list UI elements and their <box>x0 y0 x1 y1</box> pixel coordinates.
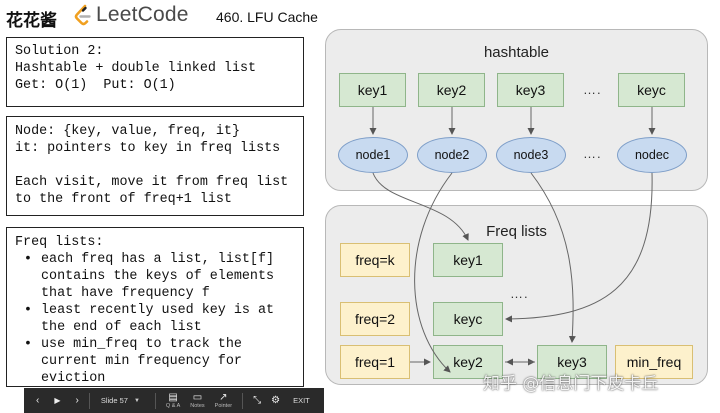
toolbar-divider <box>154 392 156 409</box>
node-box: Node: {key, value, freq, it} it: pointer… <box>6 116 304 216</box>
pointer-label: Pointer <box>214 402 233 409</box>
bullet-line: contains the keys of elements <box>41 269 275 284</box>
freq-label-k: freq=k <box>340 243 410 277</box>
arrow-node3-key3 <box>530 172 576 343</box>
hash-node-node1: node1 <box>338 137 408 173</box>
solution-line: Solution 2: <box>15 44 104 59</box>
bullet-dot-icon: • <box>23 251 33 267</box>
exit-label: EXIT <box>293 396 310 405</box>
solution-box: Solution 2: Hashtable + double linked li… <box>6 37 304 107</box>
bullet-dot-icon: • <box>23 302 33 318</box>
hash-key-key2: key2 <box>418 73 485 107</box>
hash-node-nodec: nodec <box>617 137 687 173</box>
chat-icon: ▤ <box>168 391 178 403</box>
bullet-item: • each freq has a list, list[f] contains… <box>15 251 303 302</box>
hash-node-node3: node3 <box>496 137 566 173</box>
hash-key-key1: key1 <box>339 73 406 107</box>
leetcode-logo: LeetCode <box>74 3 189 27</box>
bullet-line: that have frequency f <box>41 286 210 301</box>
freq-label-2: freq=2 <box>340 302 410 336</box>
presentation-toolbar: ‹ ▶ › Slide 57 ▼ ▤ Q & A ▭ Notes ↗ Point… <box>24 388 324 413</box>
problem-title: 460. LFU Cache <box>216 9 318 25</box>
arrow-node1-key1 <box>372 172 469 241</box>
bullet-line: use min_freq to track the <box>41 337 242 352</box>
gear-icon: ⚙ <box>271 394 281 406</box>
chevron-left-icon: ‹ <box>36 394 40 406</box>
notes-button[interactable]: ▭ Notes <box>190 391 205 409</box>
play-icon: ▶ <box>54 395 61 405</box>
node-line: Each visit, move it from freq list <box>15 175 289 190</box>
min-freq-label: min_freq <box>615 345 693 379</box>
freq-list-ellipsis: …. <box>510 286 529 301</box>
bullet-dot-icon: • <box>23 336 33 352</box>
play-button[interactable]: ▶ <box>54 396 60 406</box>
fullscreen-button[interactable]: ⤡ <box>253 394 262 406</box>
hash-key-key3: key3 <box>497 73 564 107</box>
toolbar-divider <box>242 392 244 409</box>
freq-list-key2: key2 <box>433 345 503 379</box>
freq-list-key3: key3 <box>537 345 607 379</box>
bullet-line: each freq has a list, list[f] <box>41 252 275 267</box>
pointer-button[interactable]: ↗ Pointer <box>214 391 233 409</box>
chevron-right-icon: › <box>75 394 79 406</box>
freq-lists-heading: Freq lists: <box>15 235 104 250</box>
freq-label-1: freq=1 <box>340 345 410 379</box>
channel-brand: 花花酱 <box>6 11 57 30</box>
solution-line: Hashtable + double linked list <box>15 61 257 76</box>
node-line: it: pointers to key in freq lists <box>15 141 281 156</box>
bullet-line: least recently used key is at <box>41 303 275 318</box>
node-line: Node: {key, value, freq, it} <box>15 124 240 139</box>
zhihu-watermark: 知乎 @信息门下皮卡丘 <box>483 374 659 394</box>
next-slide-button[interactable]: › <box>75 394 79 406</box>
bullet-item: • least recently used key is at the end … <box>15 302 303 336</box>
slide-number: Slide 57 <box>100 396 128 405</box>
leetcode-wordmark: LeetCode <box>96 3 189 26</box>
notes-icon: ▭ <box>192 391 203 403</box>
freq-list-keyc: keyc <box>433 302 503 336</box>
node-line: to the front of freq+1 list <box>15 192 232 207</box>
bullet-line: eviction <box>41 371 106 386</box>
hash-node-node2: node2 <box>417 137 487 173</box>
hash-node-ellipsis: …. <box>583 146 602 161</box>
arrow-node2-key2 <box>414 172 453 373</box>
freq-list-key1: key1 <box>433 243 503 277</box>
settings-button[interactable]: ⚙ <box>271 394 281 406</box>
slide-selector[interactable]: Slide 57 ▼ <box>101 396 140 405</box>
chevron-down-icon: ▼ <box>133 397 140 404</box>
qa-label: Q & A <box>165 402 181 409</box>
pointer-icon: ↗ <box>219 391 228 403</box>
exit-button[interactable]: EXIT <box>293 396 310 405</box>
freq-lists-title: Freq lists <box>486 223 547 240</box>
notes-label: Notes <box>190 402 205 409</box>
prev-slide-button[interactable]: ‹ <box>36 394 40 406</box>
hash-key-keyc: keyc <box>618 73 685 107</box>
bullet-line: the end of each list <box>41 320 202 335</box>
bullet-line: current min frequency for <box>41 354 242 369</box>
collapse-icon: ⤡ <box>253 394 262 406</box>
arrow-nodec-keyc <box>505 172 653 323</box>
solution-line: Get: O(1) Put: O(1) <box>15 78 176 93</box>
freq-lists-box: Freq lists: • each freq has a list, list… <box>6 227 304 387</box>
qa-button[interactable]: ▤ Q & A <box>165 391 181 409</box>
hash-key-ellipsis: …. <box>583 82 602 97</box>
bullet-item: • use min_freq to track the current min … <box>15 336 303 387</box>
toolbar-divider <box>88 392 90 409</box>
leetcode-logo-icon <box>74 4 91 26</box>
hashtable-title: hashtable <box>483 44 550 61</box>
